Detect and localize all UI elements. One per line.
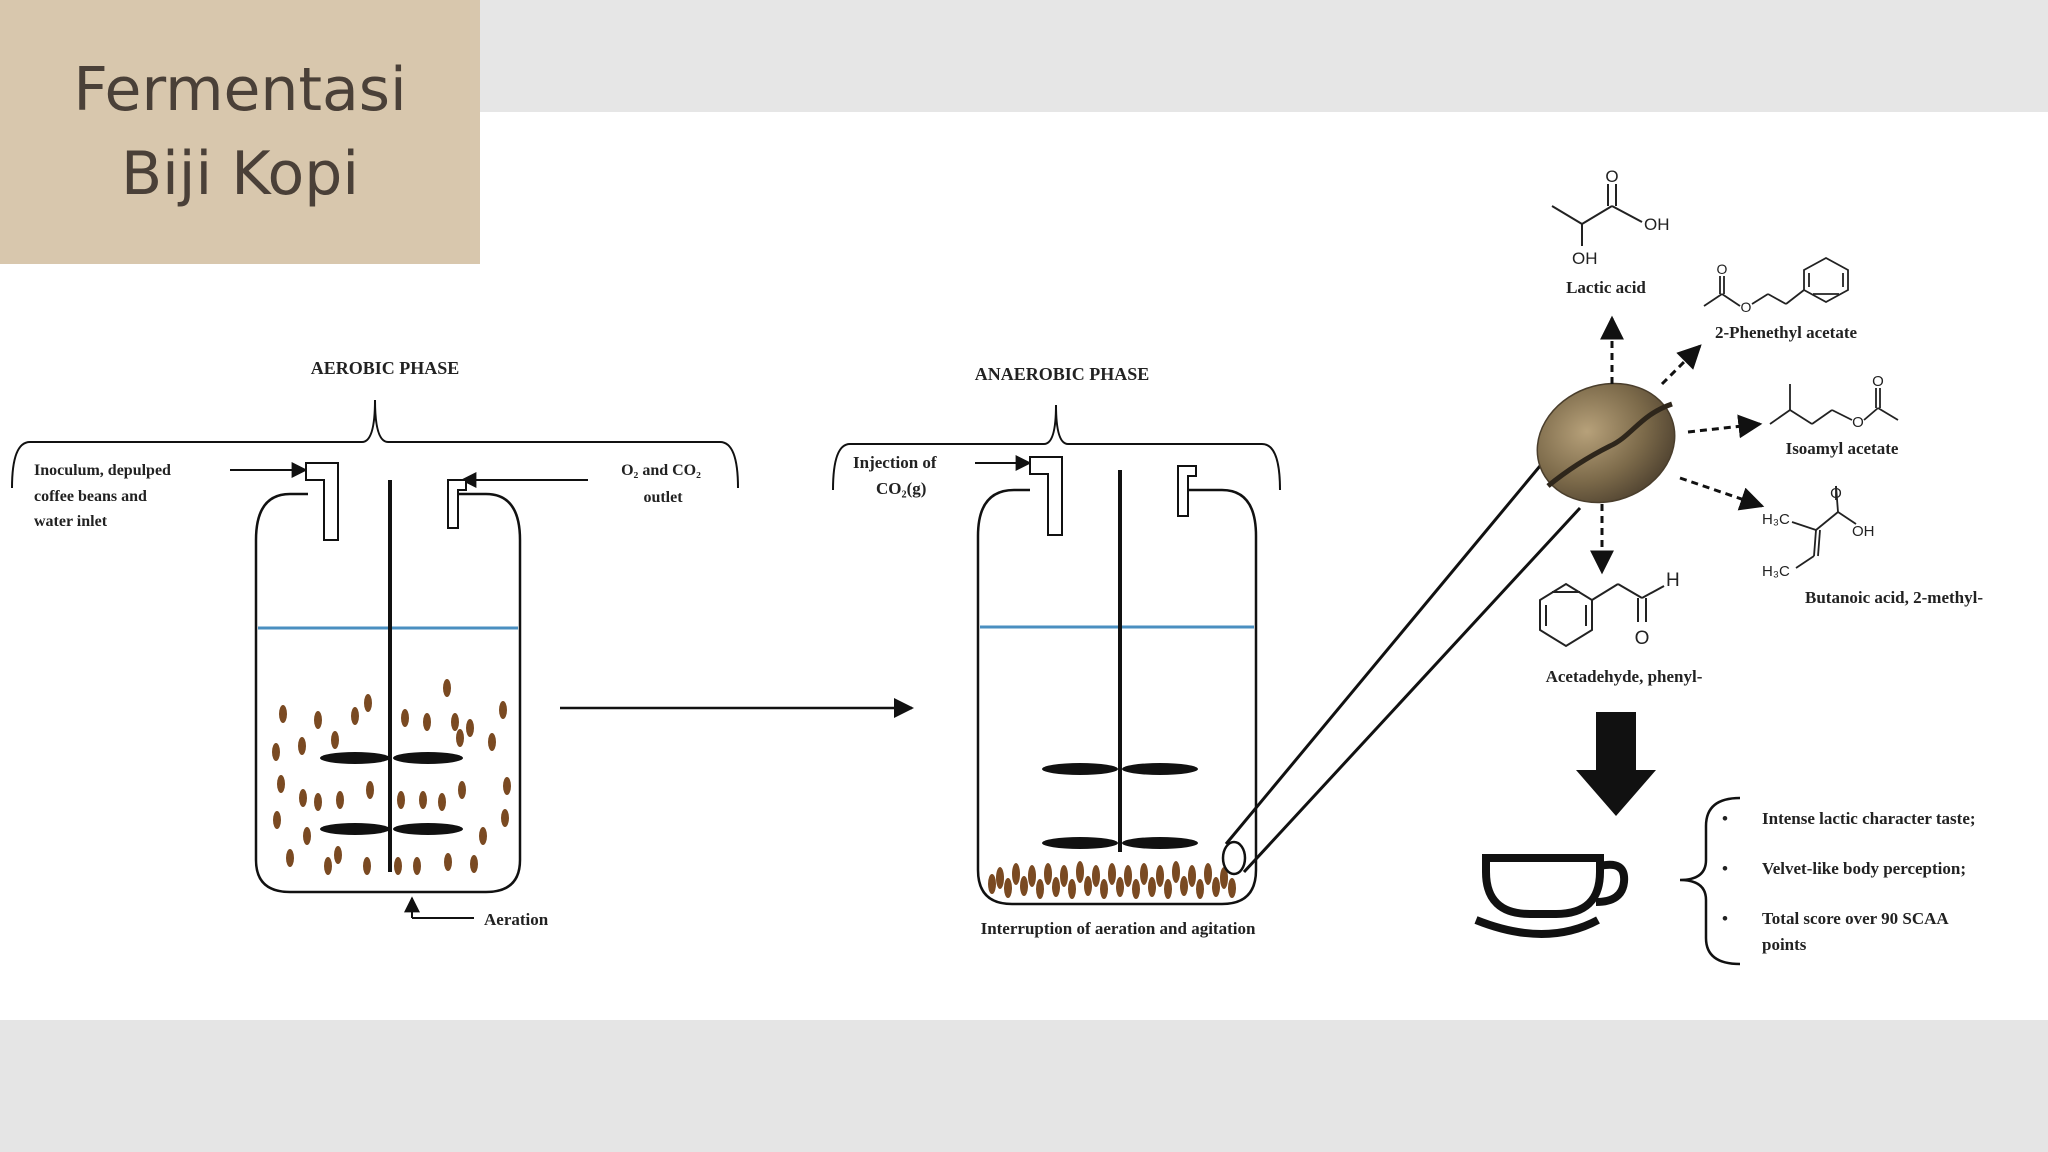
magnifier-line-upper	[1224, 465, 1542, 845]
aerobic-coffee-beans	[272, 679, 511, 875]
anaerobic-impeller-lower-left	[1042, 837, 1118, 849]
anaerobic-impeller-upper-left	[1042, 763, 1118, 775]
anaerobic-impeller-upper-right	[1122, 763, 1198, 775]
svg-text:H₃C: H₃C	[1762, 511, 1790, 528]
svg-text:O: O	[1635, 628, 1650, 649]
svg-text:OH: OH	[1572, 249, 1598, 268]
lactic-acid-label: Lactic acid	[1566, 278, 1646, 297]
coffee-bean-icon	[1536, 382, 1676, 504]
outcome-item-1: Intense lactic character taste;	[1762, 809, 1976, 828]
outcome-item-3: Total score over 90 SCAA	[1762, 909, 1949, 928]
svg-text:OH: OH	[1852, 523, 1875, 540]
aerobic-bracket	[11, 399, 739, 489]
outcome-item-2: Velvet-like body perception;	[1762, 859, 1966, 878]
compound-arrows	[1590, 315, 1765, 575]
anaerobic-phase: ANAEROBIC PHASE Injection of CO₂(g)	[832, 364, 1582, 938]
butanoic-acid-structure: H₃C O OH H₃C Butanoic acid, 2-methyl-	[1762, 485, 1983, 607]
acetaldehyde-label: Acetadehyde, phenyl-	[1546, 667, 1703, 686]
magnifier-line-lower	[1242, 506, 1582, 874]
anaerobic-bracket	[832, 404, 1281, 491]
down-arrow-icon	[1576, 712, 1656, 816]
svg-text:H₃C: H₃C	[1762, 563, 1790, 580]
butanoic-acid-label: Butanoic acid, 2-methyl-	[1805, 588, 1983, 607]
svg-text:O: O	[1872, 373, 1884, 390]
phenethyl-acetate-structure: O O 2-Phenethyl acetate	[1703, 256, 1858, 342]
outcome-bullet-3: •	[1722, 909, 1728, 928]
lactic-acid-structure: O OH OH Lactic acid	[1551, 167, 1670, 297]
aerobic-vessel	[254, 492, 522, 894]
svg-text:O: O	[1830, 485, 1842, 502]
anaerobic-outlet-pipe	[1177, 465, 1197, 517]
anaerobic-inlet-pipe	[1029, 456, 1063, 536]
aerobic-outlet-pipe	[447, 479, 467, 529]
aerobic-impeller-upper-left	[320, 752, 390, 764]
anaerobic-coffee-beans	[988, 861, 1236, 899]
outcome-item-3-continued: points	[1762, 935, 1807, 954]
magnifier-lens	[1221, 840, 1247, 876]
outcomes-list: • Intense lactic character taste; • Velv…	[1722, 809, 1976, 954]
interruption-label: Interruption of aeration and agitation	[981, 919, 1256, 938]
svg-text:H: H	[1666, 570, 1680, 591]
title-box: Fermentasi Biji Kopi	[0, 0, 480, 264]
aerobic-outlet-label: O₂ and CO₂ outlet	[621, 462, 705, 506]
aerobic-phase: AEROBIC PHASE Inoculum, depulped coffee …	[11, 358, 739, 929]
outcome-bullet-2: •	[1722, 859, 1728, 878]
svg-text:O: O	[1852, 414, 1864, 431]
aeration-label: Aeration	[484, 910, 549, 929]
isoamyl-acetate-structure: O O Isoamyl acetate	[1769, 373, 1899, 458]
aerobic-inlet-pipe	[305, 462, 339, 541]
acetaldehyde-structure: H O Acetadehyde, phenyl-	[1539, 570, 1703, 686]
aerobic-inlet-label: Inoculum, depulped coffee beans and wate…	[34, 462, 175, 530]
slide-title: Fermentasi Biji Kopi	[73, 55, 407, 209]
svg-text:O: O	[1717, 261, 1728, 277]
injection-label: Injection of CO₂(g)	[853, 453, 941, 498]
svg-text:O: O	[1605, 167, 1618, 186]
bottom-band	[0, 1020, 2048, 1152]
outcome-brace	[1679, 796, 1741, 966]
svg-text:O: O	[1741, 299, 1752, 315]
aerobic-impeller-upper-right	[393, 752, 463, 764]
outcome-bullet-1: •	[1722, 809, 1728, 828]
svg-text:OH: OH	[1644, 215, 1670, 234]
anaerobic-impeller-lower-right	[1122, 837, 1198, 849]
anaerobic-phase-label: ANAEROBIC PHASE	[975, 364, 1150, 384]
phenethyl-acetate-label: 2-Phenethyl acetate	[1715, 323, 1858, 342]
isoamyl-acetate-label: Isoamyl acetate	[1786, 439, 1899, 458]
aerobic-impeller-lower-right	[393, 823, 463, 835]
aerobic-phase-label: AEROBIC PHASE	[311, 358, 460, 378]
coffee-cup-icon	[1474, 854, 1629, 938]
anaerobic-vessel	[976, 488, 1258, 906]
aerobic-impeller-lower-left	[320, 823, 390, 835]
